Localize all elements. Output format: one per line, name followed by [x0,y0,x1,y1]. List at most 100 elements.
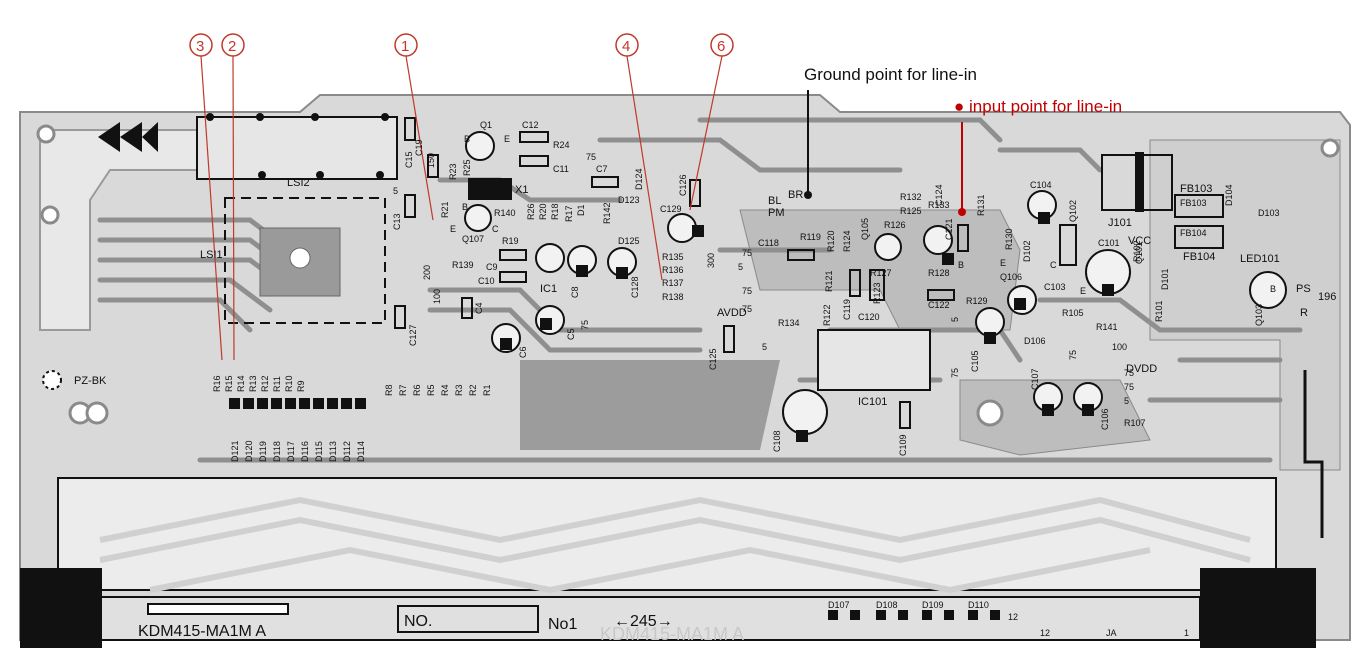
part-label: R124 [842,230,852,252]
component-pads [500,212,1114,442]
part-label: D106 [1024,336,1046,346]
value-label: 75 [742,248,752,258]
label-br: BR [788,189,803,201]
rewind-arrow-icon [98,122,158,152]
callout-4: 4 [622,38,630,55]
diode-label: D117 [286,441,296,462]
value-label: 5 [762,342,767,352]
diode-label: D107 [828,600,850,610]
resistor-label: R11 [272,376,282,392]
value-label: 5 [393,186,398,196]
copper-area-center [520,360,780,450]
part-label: R17 [564,205,574,222]
resistor-label: R4 [440,384,450,396]
value-label: 5 [1124,396,1129,406]
label-j101: J101 [1108,217,1132,229]
ic101-chip [817,329,931,391]
part-label: C127 [408,324,418,346]
part-label: D102 [1022,240,1032,262]
diode-label: D115 [314,441,324,462]
callout-6: 6 [717,38,725,55]
callout-group [189,33,734,57]
part-label: R21 [440,201,450,218]
part-label: R23 [448,163,458,180]
label-fb103: FB103 [1180,183,1212,195]
part-label: R132 [900,192,922,202]
part-label: R101 [1154,300,1164,322]
top-part-labels: C12 R24 C11 C7 C19 C15 R23 R25 Q1 D124 C… [392,120,688,246]
part-label: D101 [1160,268,1170,290]
part-label: R125 [900,206,922,216]
resistor-label: R2 [468,384,478,396]
resistor-label: R12 [260,375,270,392]
dimension-label: ←245→ [614,613,673,630]
x1-crystal [468,178,512,200]
right-frame-line [1303,370,1324,538]
part-label: R134 [778,318,800,328]
value-label: 75 [586,152,596,162]
mid-part-labels: R19 C9 C10 R139 C8 C128 R135 R136 R137 R… [452,218,950,328]
model-label-left: KDM415-MA1M A [138,623,266,640]
part-label: C7 [596,164,608,174]
label-vcc: VCC [1128,235,1151,247]
part-label: C128 [630,276,640,298]
part-label: R105 [1062,308,1084,318]
part-label: C105 [970,350,980,372]
lsi2-pins [206,113,389,179]
part-label: R141 [1096,322,1118,332]
diode-label: D116 [300,441,310,462]
part-label: R122 [822,304,832,326]
value-labels: 75 5 150 200 100 300 75 75 5 5 75 75 100… [393,152,1134,406]
part-label: Q102 [1068,200,1078,222]
label-ja: JA [1106,628,1117,638]
resistor-label: R16 [212,375,222,392]
resistor-labels-mid: R8 R7 R6 R5 R4 R3 R2 R1 [384,384,492,396]
callout-2: 2 [228,38,236,55]
value-label: 75 [1124,368,1134,378]
value-label: 5 [950,317,960,322]
callout-1: 1 [401,38,409,55]
input-dot [958,208,966,216]
value-label: 100 [1112,342,1127,352]
resistor-label: R14 [236,375,246,392]
part-label: C104 [1030,180,1052,190]
value-label: 75 [1068,350,1078,360]
resistor-label: R1 [482,384,492,396]
end-block-left [20,568,102,648]
value-label: 75 [950,368,960,378]
part-label: R133 [928,200,950,210]
pin-letter: E [1000,258,1006,268]
label-lsi1: LSI1 [200,249,223,261]
label-pin12a: 12 [1040,628,1050,638]
part-label: C118 [758,238,779,248]
resistor-label: R15 [224,375,234,392]
resistor-labels-left: R16 R15 R14 R13 R12 R11 R10 R9 [212,375,306,392]
label-ic1: IC1 [540,283,557,295]
pin-letter: B [1270,284,1276,294]
label-led101: LED101 [1240,253,1280,265]
part-label: D123 [618,195,640,205]
no1-label: No1 [548,616,577,633]
part-label: R137 [662,278,684,288]
part-label: C107 [1030,368,1040,390]
part-label: C103 [1044,282,1066,292]
display-window [57,477,1277,591]
part-label: C125 [708,348,718,370]
part-label: C13 [392,213,402,230]
part-label: R107 [1124,418,1146,428]
label-fb104: FB104 [1183,251,1215,263]
model-label-right: KDM415-MA1M A [600,624,744,644]
part-label: R138 [662,292,684,302]
input-point-annotation: ● input point for line-in [954,97,1122,117]
part-label: R126 [884,220,906,230]
label-dvdd: DVDD [1126,363,1157,375]
callout-leaders [200,55,723,361]
part-label: C119 [842,299,852,320]
part-label: C109 [898,434,908,456]
label-lsi2: LSI2 [287,177,310,189]
value-label: 75 [742,304,752,314]
pin-letter: B [462,202,468,212]
part-label: R140 [494,208,516,218]
part-label: Q1 [480,120,492,130]
